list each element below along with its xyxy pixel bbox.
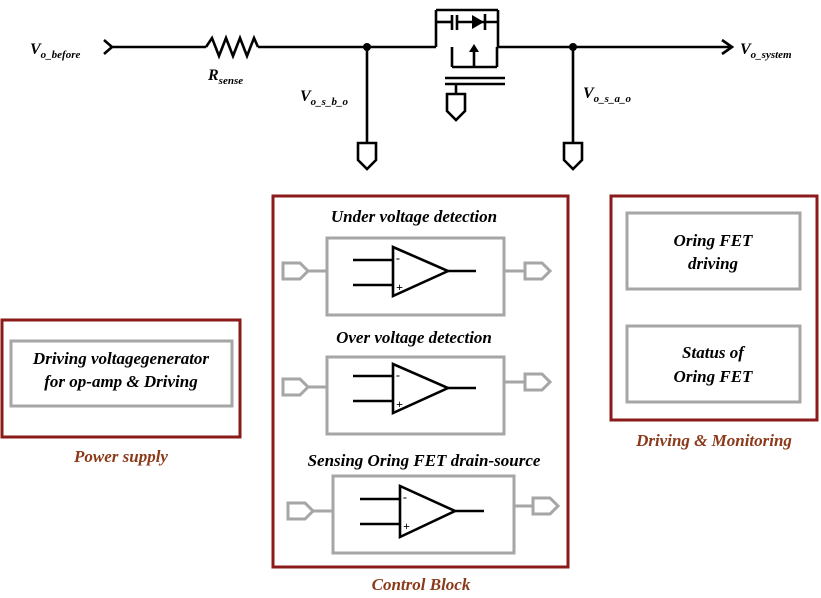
under-voltage-opamp (391, 245, 452, 299)
svg-text:+: + (396, 280, 403, 294)
power-supply-caption: Power supply (73, 447, 168, 466)
main-power-line (103, 34, 735, 171)
label-v-before: Vo_before (30, 41, 80, 61)
under-voltage-out-connector (523, 261, 553, 281)
fet-driving-line2: driving (688, 254, 739, 273)
driving-monitoring-border (609, 194, 819, 422)
over-voltage-title: Over voltage detection (336, 328, 492, 347)
fet-driving-box (625, 211, 802, 291)
over-voltage-detector: - + (281, 355, 553, 436)
label-v-sbo: Vo_s_b_o (300, 88, 348, 108)
over-voltage-opamp (391, 362, 452, 416)
fet-status-line1: Status of (682, 343, 746, 362)
over-voltage-box (325, 355, 506, 436)
voltage-generator-line2: for op-amp & Driving (44, 372, 198, 391)
svg-text:+: + (403, 519, 410, 533)
fet-status-box (625, 324, 802, 404)
output-arrow (721, 38, 735, 56)
body-diode (472, 15, 484, 29)
voltage-generator-line1: Driving voltagegenerator (32, 349, 210, 368)
sbo-connector (356, 141, 378, 171)
oring-fet-symbol (434, 8, 505, 122)
under-voltage-title: Under voltage detection (331, 207, 497, 226)
under-voltage-box (325, 236, 506, 317)
sense-resistor (204, 34, 260, 60)
driving-monitoring-caption: Driving & Monitoring (635, 431, 792, 450)
control-block-group: Under voltage detection Over voltage det… (271, 194, 570, 594)
svg-text:-: - (403, 490, 407, 504)
sensing-detector: - + (286, 474, 561, 555)
control-block-border (271, 194, 570, 569)
svg-text:-: - (396, 368, 400, 382)
svg-text:+: + (396, 397, 403, 411)
sensing-box (331, 474, 516, 555)
control-block-caption: Control Block (372, 575, 471, 594)
fet-driving-line1: Oring FET (674, 231, 753, 250)
svg-text:-: - (396, 251, 400, 265)
driving-monitoring-group: Oring FET driving Status of Oring FET Dr… (609, 194, 819, 450)
label-v-sao: Vo_s_a_o (583, 85, 631, 105)
sensing-opamp (398, 483, 459, 540)
sensing-out-connector (531, 496, 561, 516)
sensing-title: Sensing Oring FET drain-source (308, 451, 541, 470)
label-v-system: Vo_system (740, 41, 792, 61)
voltage-generator-box (9, 339, 234, 408)
power-supply-border (0, 318, 242, 439)
over-voltage-in-connector (281, 377, 311, 397)
input-arrow (103, 39, 114, 55)
sao-connector (562, 141, 584, 171)
label-r-sense: Rsense (207, 67, 243, 87)
sensing-in-connector (286, 501, 316, 521)
fet-status-line2: Oring FET (674, 367, 753, 386)
over-voltage-out-connector (523, 372, 553, 392)
power-supply-group: Driving voltagegenerator for op-amp & Dr… (0, 318, 242, 466)
gate-connector (445, 92, 467, 122)
under-voltage-in-connector (281, 261, 311, 281)
under-voltage-detector: - + (281, 236, 553, 317)
